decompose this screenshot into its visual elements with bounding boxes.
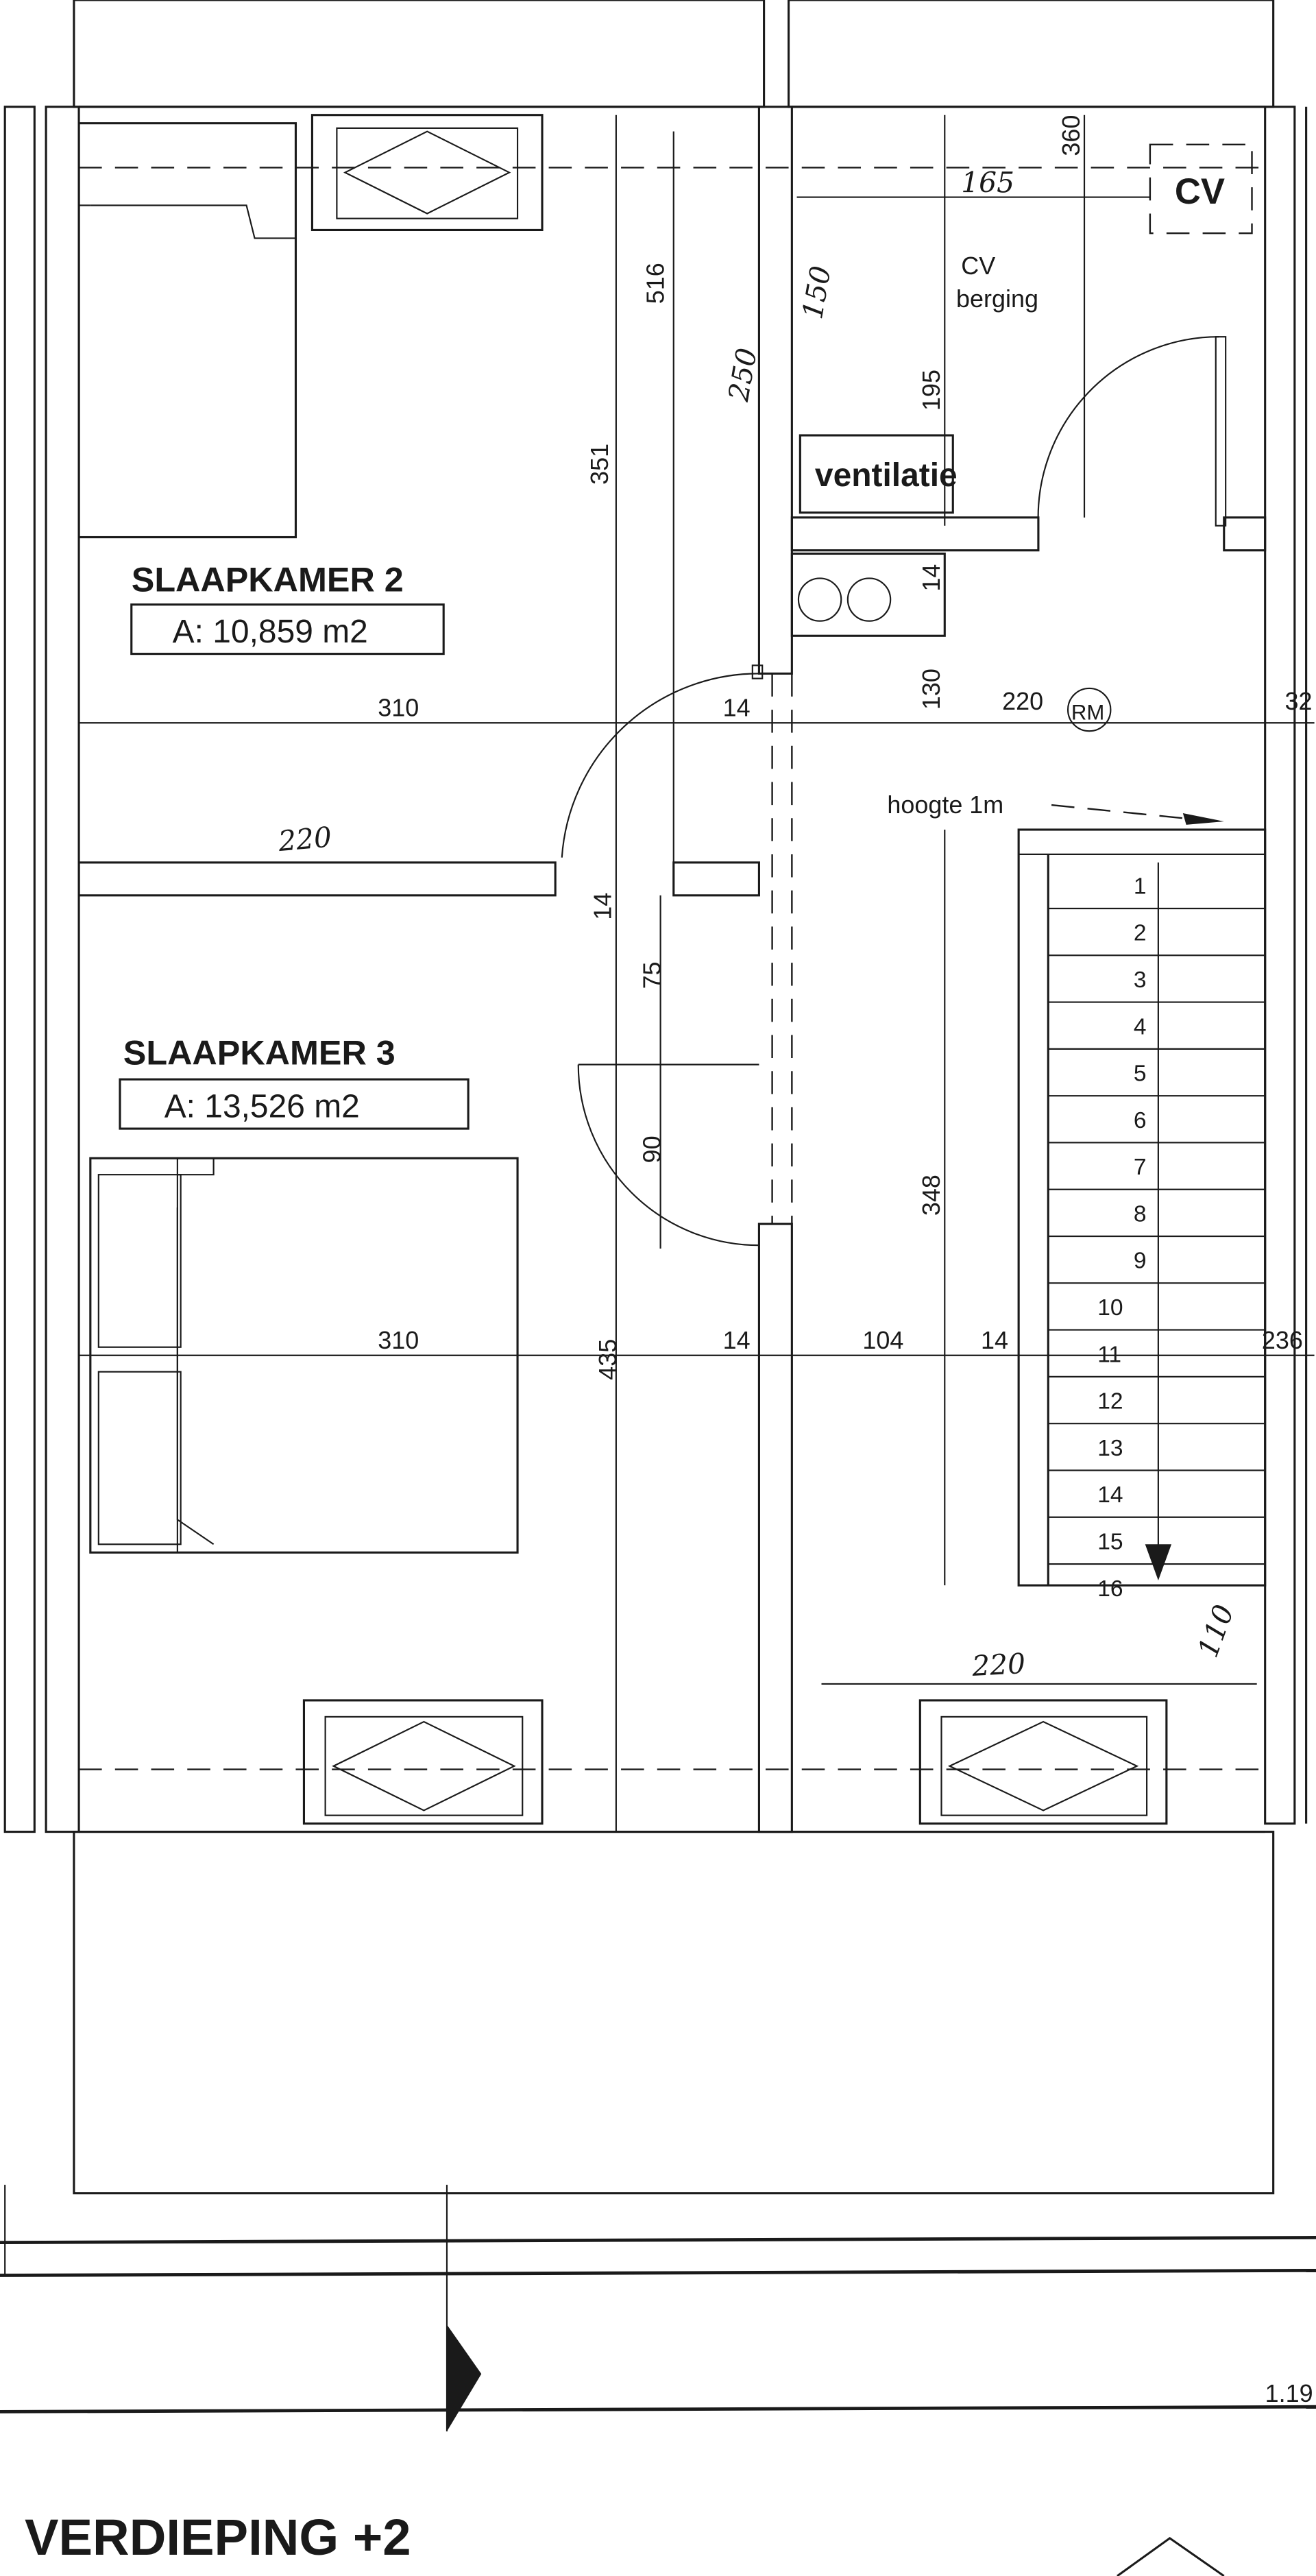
roof-window-bottom-right (918, 1699, 1168, 1825)
dimension-label: 1.19 (1265, 2379, 1313, 2407)
washer-dryer (790, 552, 946, 637)
dimension-label: 351 (585, 444, 613, 485)
staircase (1017, 828, 1267, 1587)
stair-step-number: 15 (1097, 1529, 1123, 1554)
dimension-label: 250 (722, 346, 764, 405)
dimension-label: 236 (1262, 1326, 1303, 1354)
stair-direction-arrow-icon (1145, 1544, 1172, 1580)
section-lines (0, 2184, 1316, 2576)
stair-step-number: 11 (1097, 1342, 1121, 1367)
cv-berging-label: CV (961, 252, 995, 280)
dimension-label: 130 (917, 669, 945, 710)
dimension-label: 14 (589, 893, 617, 920)
stair-step-number: 12 (1097, 1389, 1123, 1415)
dimension-label: 14 (981, 1326, 1008, 1354)
dimension-label: 220 (971, 1647, 1026, 1683)
dimension-label: 220 (276, 821, 333, 858)
dimension-label: 435 (594, 1339, 622, 1380)
ventilatie-label: ventilatie (815, 457, 958, 494)
door-cv-berging[interactable] (1037, 336, 1227, 527)
stair-step-number: 4 (1134, 1014, 1147, 1039)
dimension-label: 32 (1284, 687, 1312, 715)
stair-step-number: 16 (1097, 1576, 1123, 1602)
cv-unit-box (1149, 143, 1253, 234)
dimension-label: 310 (378, 694, 419, 722)
walls (3, 106, 1308, 1833)
dimension-label: 195 (917, 370, 945, 411)
floor-title: VERDIEPING +2 (25, 2509, 411, 2566)
dimension-label: 110 (1191, 1600, 1241, 1661)
dimension-label: 220 (1002, 687, 1043, 715)
stair-step-number: 9 (1134, 1249, 1147, 1274)
rm-label: RM (1071, 700, 1104, 724)
section-marker-arrow-icon (446, 2324, 482, 2432)
stair-step-number: 1 (1134, 874, 1147, 899)
area-box (130, 603, 445, 655)
stair-step-number: 2 (1134, 921, 1147, 946)
hoogte-label: hoogte 1m (887, 791, 1003, 819)
dimension-label: 75 (638, 961, 666, 989)
roof-tiles-top (73, 0, 1275, 108)
stair-step-number: 8 (1134, 1201, 1147, 1227)
stair-step-number: 5 (1134, 1061, 1147, 1087)
roof-window-bottom-left (302, 1699, 544, 1825)
dimension-lines (79, 115, 1315, 1832)
room-name-slaapkamer-2: SLAAPKAMER 2 (132, 560, 404, 599)
stair-step-number: 14 (1097, 1482, 1123, 1508)
door-slaapkamer-3[interactable] (577, 1063, 759, 1247)
dimension-label: 310 (378, 1326, 419, 1354)
stair-step-number: 10 (1097, 1295, 1123, 1321)
dimension-label: 90 (638, 1135, 666, 1163)
dimension-label: 348 (917, 1175, 945, 1216)
stair-step-number: 13 (1097, 1436, 1123, 1461)
dimension-label: 516 (641, 263, 669, 304)
single-bed (77, 122, 297, 539)
room-name-slaapkamer-3: SLAAPKAMER 3 (123, 1033, 395, 1072)
dimension-label: 150 (796, 263, 838, 322)
ventilatie-box (799, 434, 954, 514)
room-area-slaapkamer-3: A: 13,526 m2 (164, 1088, 360, 1124)
cv-berging-label-2: berging (956, 285, 1038, 313)
dimension-label: 165 (961, 166, 1014, 199)
north-arrow-icon (1117, 2536, 1225, 2576)
stair-step-number: 3 (1134, 967, 1147, 993)
dimension-label: 14 (917, 564, 945, 592)
stair-step-number: 6 (1134, 1108, 1147, 1133)
area-box (119, 1078, 470, 1130)
cv-unit-label: CV (1175, 171, 1225, 212)
room-area-slaapkamer-2: A: 10,859 m2 (173, 614, 368, 650)
roof-tiles-bottom (73, 1831, 1275, 2195)
dimension-label: 14 (723, 1326, 751, 1354)
door-slaapkamer-2[interactable] (561, 664, 764, 858)
roof-window-top (310, 114, 544, 232)
dimension-label: 360 (1057, 115, 1085, 156)
stair-step-number: 7 (1134, 1155, 1147, 1180)
dimension-label: 14 (723, 694, 751, 722)
dimension-label: 104 (862, 1326, 903, 1354)
